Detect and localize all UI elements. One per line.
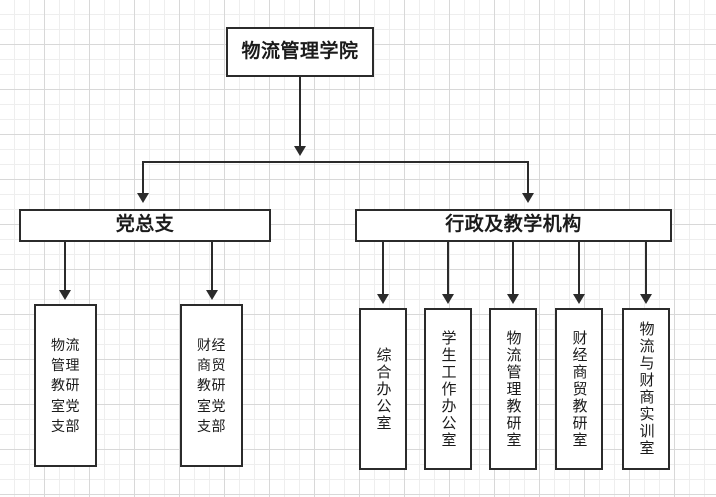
org-node-finance-teach-label: 财经商贸教研室: [570, 329, 588, 449]
arrowhead-finance-teach: [573, 294, 585, 304]
org-node-party-label: 党总支: [115, 214, 175, 236]
org-node-root-label: 物流管理学院: [241, 40, 359, 62]
org-node-training-room-label: 物流与财商实训室: [637, 321, 655, 457]
org-node-training-room[interactable]: 物流与财商实训室: [622, 308, 670, 470]
connector-root-down: [299, 77, 301, 146]
arrowhead-logistics-teach: [507, 294, 519, 304]
org-node-admin-label: 行政及教学机构: [445, 214, 582, 236]
org-node-root[interactable]: 物流管理学院: [226, 27, 374, 77]
arrowhead-student-office: [442, 294, 454, 304]
org-node-finance-teach[interactable]: 财经商贸教研室: [555, 308, 603, 470]
org-node-finance-party[interactable]: 财经商贸教研室党支部: [180, 304, 243, 467]
org-node-student-office-label: 学生工作办公室: [439, 329, 457, 449]
arrowhead-general-office: [377, 294, 389, 304]
arrowhead-root-down: [294, 146, 306, 156]
org-node-party[interactable]: 党总支: [19, 209, 271, 242]
org-node-logistics-teach[interactable]: 物流管理教研室: [489, 308, 537, 470]
connector-level2-left-drop: [142, 161, 144, 193]
org-node-general-office-label: 综合办公室: [374, 346, 392, 432]
org-node-student-office[interactable]: 学生工作办公室: [424, 308, 472, 470]
connector-level2-bar: [142, 161, 529, 163]
connector-party-child2: [211, 242, 213, 290]
org-node-admin[interactable]: 行政及教学机构: [355, 209, 672, 242]
org-node-logistics-party-label: 物流管理教研室党支部: [51, 336, 80, 434]
org-node-logistics-teach-label: 物流管理教研室: [504, 329, 522, 449]
arrowhead-admin: [522, 193, 534, 203]
connector-admin-child4: [578, 242, 580, 294]
connector-admin-child5: [645, 242, 647, 294]
org-node-general-office[interactable]: 综合办公室: [359, 308, 407, 470]
connector-admin-child2: [447, 242, 449, 294]
arrowhead-training-room: [640, 294, 652, 304]
arrowhead-party: [137, 193, 149, 203]
arrowhead-logistics-party: [59, 290, 71, 300]
connector-party-child1: [64, 242, 66, 290]
connector-admin-child3: [512, 242, 514, 294]
org-node-finance-party-label: 财经商贸教研室党支部: [197, 336, 226, 434]
org-node-logistics-party[interactable]: 物流管理教研室党支部: [34, 304, 97, 467]
connector-admin-child1: [382, 242, 384, 294]
connector-level2-right-drop: [527, 161, 529, 193]
arrowhead-finance-party: [206, 290, 218, 300]
